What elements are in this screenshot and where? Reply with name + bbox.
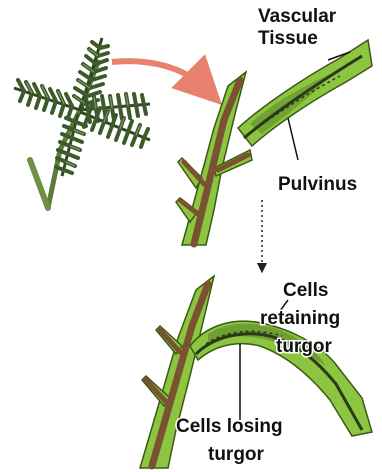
pulvinus-leader <box>288 118 298 160</box>
label-cells-losing-turgor: Cells losing turgor <box>176 416 288 465</box>
pinna-lower-right <box>80 105 150 147</box>
magnify-pointer-arrow <box>112 61 205 88</box>
stem-drooped-view <box>140 276 372 468</box>
plant-stalk-base <box>30 160 48 208</box>
label-vascular-tissue: Vascular Tissue <box>258 6 341 49</box>
label-pulvinus: Pulvinus <box>278 174 357 195</box>
drooped-vascular-main <box>152 284 208 466</box>
pinna-left <box>14 80 80 118</box>
stem-upright-view <box>176 40 372 245</box>
